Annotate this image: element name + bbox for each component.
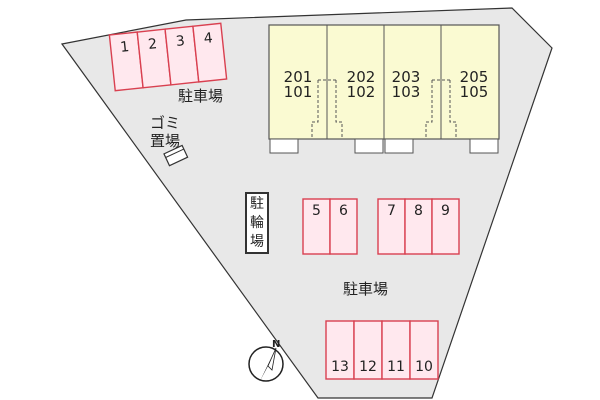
unit-upper-number: 203 bbox=[391, 68, 421, 86]
unit-label-4: 205 105 bbox=[446, 70, 502, 100]
parking-space-number: 5 bbox=[312, 203, 321, 219]
bicycle-label-line3: 場 bbox=[250, 234, 264, 250]
unit-label-2: 202 102 bbox=[333, 70, 389, 100]
parking-group-top bbox=[108, 22, 228, 92]
parking-space-number: 6 bbox=[339, 203, 348, 219]
parking-group-bottom bbox=[325, 320, 439, 380]
bicycle-label-line2: 輪 bbox=[250, 215, 264, 231]
unit-lower-number: 101 bbox=[283, 83, 313, 101]
garbage-label-line2: 置場 bbox=[150, 132, 181, 150]
compass-icon bbox=[248, 346, 284, 382]
unit-lower-number: 103 bbox=[391, 83, 421, 101]
unit-upper-number: 201 bbox=[283, 68, 313, 86]
parking-space-number: 7 bbox=[387, 203, 396, 219]
unit-upper-number: 202 bbox=[346, 68, 376, 86]
parking-label-center: 駐車場 bbox=[343, 280, 389, 298]
parking-space-number: 13 bbox=[331, 359, 349, 375]
unit-label-1: 201 101 bbox=[270, 70, 326, 100]
parking-space-number: 10 bbox=[415, 359, 433, 375]
parking-label-top: 駐車場 bbox=[178, 87, 224, 105]
unit-lower-number: 102 bbox=[346, 83, 376, 101]
unit-lower-number: 105 bbox=[459, 83, 489, 101]
parking-space-number: 2 bbox=[147, 36, 158, 53]
parking-space-number: 9 bbox=[441, 203, 450, 219]
parking-space-number: 3 bbox=[175, 33, 186, 51]
garbage-area-icon bbox=[163, 144, 189, 167]
parking-numbers-top: 1 2 3 4 bbox=[109, 23, 226, 90]
parking-space-number: 11 bbox=[387, 359, 405, 375]
bicycle-label-line1: 駐 bbox=[250, 196, 264, 212]
unit-upper-number: 205 bbox=[459, 68, 489, 86]
north-label: N bbox=[272, 339, 281, 350]
parking-space-number: 1 bbox=[119, 39, 131, 56]
unit-label-3: 203 103 bbox=[378, 70, 434, 100]
parking-space-number: 4 bbox=[203, 30, 214, 48]
parking-space-number: 8 bbox=[414, 203, 423, 219]
parking-space-number: 12 bbox=[359, 359, 377, 375]
parking-group-middle bbox=[302, 198, 460, 255]
apartment-building bbox=[268, 24, 500, 154]
garbage-label-line1: ゴミ bbox=[150, 114, 181, 132]
bicycle-parking-box: 駐 輪 場 bbox=[245, 192, 269, 254]
